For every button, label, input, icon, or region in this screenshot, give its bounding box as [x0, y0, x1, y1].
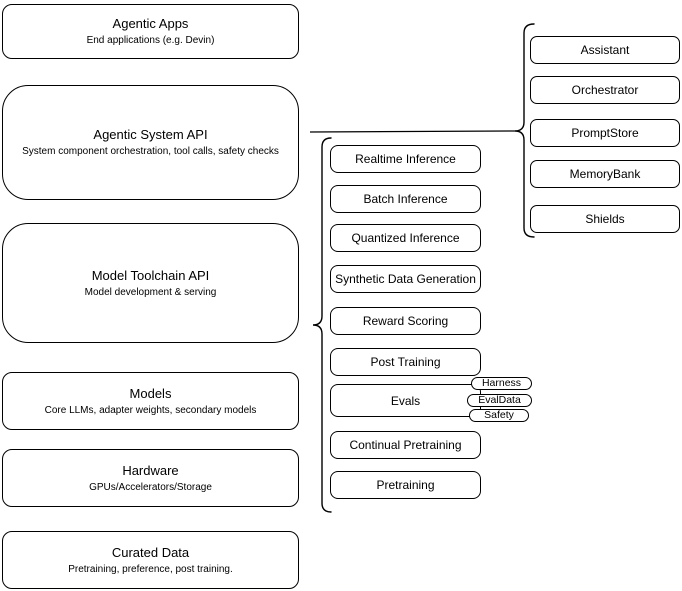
- node-post-training: Post Training: [330, 348, 481, 376]
- node-title: Curated Data: [111, 544, 190, 560]
- node-evals-evaldata: EvalData: [467, 394, 532, 407]
- node-label: Post Training: [370, 355, 441, 369]
- node-promptstore: PromptStore: [530, 119, 680, 147]
- node-realtime-inference: Realtime Inference: [330, 145, 481, 173]
- node-evals-harness: Harness: [471, 377, 532, 390]
- node-models: Models Core LLMs, adapter weights, secon…: [2, 372, 299, 430]
- node-label: Evals: [390, 393, 421, 408]
- node-subtitle: End applications (e.g. Devin): [86, 35, 215, 46]
- node-title: Agentic System API: [93, 127, 208, 142]
- toolchain-brace: [312, 137, 332, 513]
- node-label: Orchestrator: [571, 83, 639, 97]
- node-synthetic-data-generation: Synthetic Data Generation: [330, 265, 481, 293]
- node-memorybank: MemoryBank: [530, 160, 680, 188]
- node-continual-pretraining: Continual Pretraining: [330, 431, 481, 459]
- system-connector-line: [309, 130, 516, 133]
- node-label: Assistant: [580, 43, 630, 57]
- node-pretraining: Pretraining: [330, 471, 481, 499]
- node-subtitle: Pretraining, preference, post training.: [68, 563, 233, 575]
- node-hardware: Hardware GPUs/Accelerators/Storage: [2, 449, 299, 507]
- node-label: MemoryBank: [569, 167, 641, 181]
- node-label: Safety: [484, 409, 514, 421]
- node-agentic-apps: Agentic Apps End applications (e.g. Devi…: [2, 4, 299, 59]
- node-title: Model Toolchain API: [91, 267, 210, 283]
- node-label: Harness: [481, 377, 522, 389]
- node-label: Realtime Inference: [355, 152, 456, 166]
- node-curated-data: Curated Data Pretraining, preference, po…: [2, 531, 299, 589]
- node-subtitle: GPUs/Accelerators/Storage: [89, 481, 212, 493]
- node-label: Batch Inference: [363, 192, 448, 206]
- node-label: Synthetic Data Generation: [335, 272, 476, 286]
- node-title: Hardware: [122, 462, 179, 478]
- node-subtitle: System component orchestration, tool cal…: [22, 146, 279, 157]
- node-label: Reward Scoring: [362, 314, 449, 328]
- node-title: Models: [129, 385, 172, 401]
- node-orchestrator: Orchestrator: [530, 76, 680, 104]
- node-subtitle: Model development & serving: [84, 286, 217, 298]
- node-shields: Shields: [530, 205, 680, 233]
- node-assistant: Assistant: [530, 36, 680, 64]
- node-label: Continual Pretraining: [349, 438, 462, 452]
- node-evals: Evals: [330, 384, 481, 417]
- node-label: EvalData: [478, 394, 521, 406]
- node-label: Pretraining: [376, 478, 435, 492]
- node-reward-scoring: Reward Scoring: [330, 307, 481, 335]
- node-batch-inference: Batch Inference: [330, 185, 481, 213]
- node-model-toolchain-api: Model Toolchain API Model development & …: [2, 223, 299, 343]
- node-evals-safety: Safety: [469, 409, 529, 422]
- node-label: PromptStore: [571, 126, 639, 140]
- node-agentic-system-api: Agentic System API System component orch…: [2, 85, 299, 200]
- node-label: Quantized Inference: [351, 231, 460, 245]
- node-quantized-inference: Quantized Inference: [330, 224, 481, 252]
- node-title: Agentic Apps: [112, 16, 189, 31]
- node-subtitle: Core LLMs, adapter weights, secondary mo…: [44, 404, 257, 416]
- node-label: Shields: [585, 212, 625, 226]
